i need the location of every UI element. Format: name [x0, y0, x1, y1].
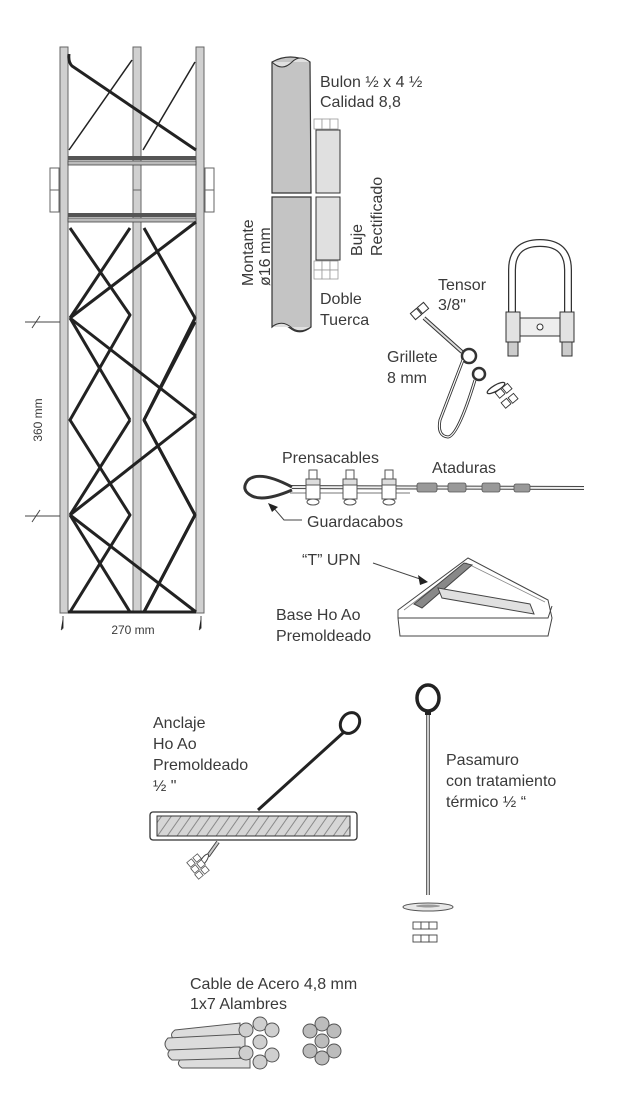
steel-cable-label-line1: Cable de Acero 4,8 mm: [190, 976, 357, 993]
anchor-group: Anclaje Ho Ao Premoldeado ½ ": [149, 711, 362, 880]
tower-upright-center: [132, 46, 142, 614]
anchor-label-line4: ½ ": [153, 778, 176, 795]
clamps-label: Prensacables: [282, 450, 379, 467]
tensor-label-line1: Tensor: [438, 277, 487, 294]
tower-dimensions: [25, 315, 202, 631]
wall-pass-label-line2: con tratamiento: [446, 773, 556, 790]
tower-upright-right: [195, 46, 205, 614]
base-label-line1: Base Ho Ao: [276, 607, 361, 624]
nut-label-line2: Tuerca: [320, 312, 369, 329]
bolt-head-icon: [313, 118, 339, 130]
tensor-icon: [409, 301, 464, 354]
bushing-lower: [315, 196, 341, 261]
cable-clamp-icon: [305, 469, 397, 506]
upn-beam-icon: [413, 562, 535, 615]
anchor-nut-icon: [186, 853, 210, 880]
thimble-label: Guardacabos: [307, 514, 403, 531]
wall-pass-nut-icon: [412, 921, 438, 943]
upright-label-line2: ø16 mm: [257, 227, 274, 286]
upright-tube-lower: [271, 196, 312, 333]
tower-upright-left: [59, 46, 69, 614]
tensioner-group: Tensor 3/8" Grillete 8 mm: [387, 238, 575, 439]
tower-lower-bracing: [68, 220, 197, 614]
double-nut-icon: [313, 260, 339, 280]
cable-assembly: Prensacables Ataduras Guardacabos: [243, 450, 585, 531]
upn-label: “T” UPN: [302, 552, 361, 569]
wall-pass-label-line3: térmico ½ “: [446, 794, 526, 811]
wall-pass-label-line1: Pasamuro: [446, 752, 519, 769]
thimble-icon: [243, 474, 293, 500]
anchor-label-line1: Anclaje: [153, 715, 206, 732]
thimble-pointer-arrow: [271, 505, 302, 521]
bolt-label-line2: Calidad 8,8: [320, 94, 401, 111]
base-label-line2: Premoldeado: [276, 628, 371, 645]
tower-width-label: 270 mm: [111, 623, 154, 637]
bushing-label-line2: Rectificado: [369, 177, 386, 256]
bushing-upper: [315, 129, 341, 194]
anchor-label-line2: Ho Ao: [153, 736, 197, 753]
tower-top-bracing: [67, 53, 197, 152]
cable-strands-end-icon: [238, 1016, 280, 1070]
tensor-label-line2: 3/8": [438, 297, 466, 314]
steel-cable-group: Cable de Acero 4,8 mm 1x7 Alambres: [164, 976, 357, 1070]
cable-strands-side-icon: [164, 1022, 251, 1069]
upn-pointer-arrow: [372, 562, 424, 581]
wall-pass-eye-icon: [415, 683, 441, 713]
tower-height-label: 360 mm: [31, 398, 45, 441]
nut-label-line1: Doble: [320, 291, 362, 308]
upright-tube-upper: [271, 56, 312, 194]
wall-pass-group: Pasamuro con tratamiento térmico ½ “: [402, 683, 556, 943]
steel-cable-label-line2: 1x7 Alambres: [190, 996, 287, 1013]
bolt-detail: Bulon ½ x 4 ½ Calidad 8,8 Buje Rectifica…: [240, 56, 422, 333]
concrete-base: “T” UPN Base Ho Ao Premoldeado: [276, 552, 553, 645]
cable-cross-section-icon: [302, 1016, 342, 1066]
shackle-label-line2: 8 mm: [387, 370, 427, 387]
upright-label-line1: Montante: [240, 219, 257, 286]
cable-tie-icon: [416, 482, 531, 493]
bushing-label-line1: Buje: [349, 224, 366, 256]
anchor-label-line3: Premoldeado: [153, 757, 248, 774]
anchor-eye-icon: [338, 711, 362, 735]
u-bolt-icon: [505, 238, 575, 357]
tower-splice-plates: [49, 156, 215, 223]
shackle-label-line1: Grillete: [387, 349, 438, 366]
bolt-label-line1: Bulon ½ x 4 ½: [320, 74, 422, 91]
ties-label: Ataduras: [432, 460, 496, 477]
shackle-icon: [437, 347, 519, 439]
tower-section: 360 mm 270 mm: [25, 46, 215, 637]
